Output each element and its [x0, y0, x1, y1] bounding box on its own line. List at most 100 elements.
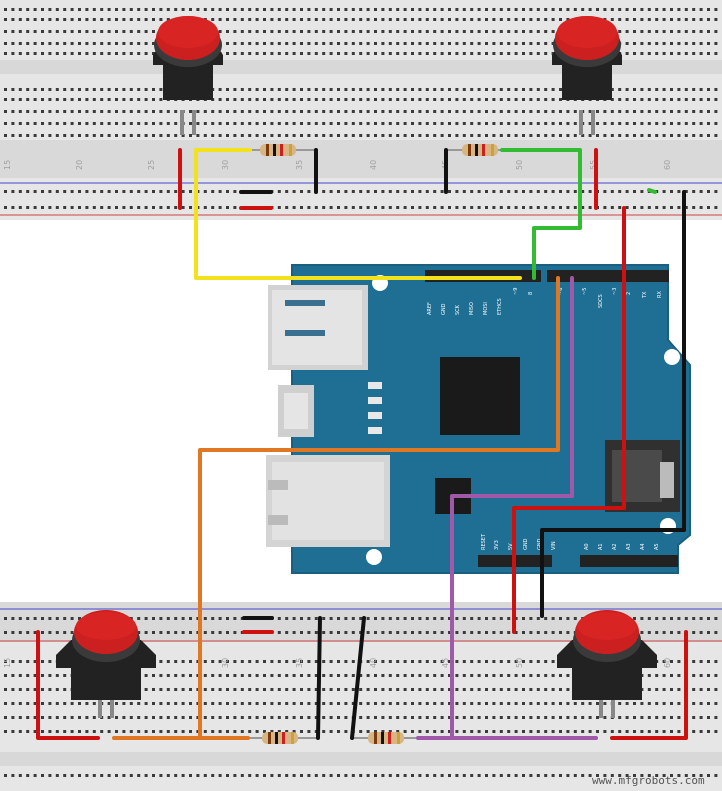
- sd-card-slot: [605, 440, 680, 512]
- breadboard-hole: [677, 716, 681, 719]
- pin-label: A4: [640, 543, 646, 550]
- breadboard-hole: [174, 617, 178, 620]
- breadboard-hole: [655, 774, 659, 777]
- breadboard-hole: [455, 688, 459, 691]
- breadboard-hole: [78, 8, 81, 11]
- breadboard-hole: [536, 88, 540, 91]
- breadboard-hole: [166, 716, 170, 719]
- breadboard-hole: [684, 42, 688, 45]
- breadboard-hole: [662, 730, 666, 733]
- breadboard-hole: [115, 134, 118, 137]
- breadboard-hole: [329, 52, 333, 55]
- breadboard-hole: [477, 631, 481, 634]
- breadboard-hole: [448, 688, 451, 691]
- breadboard-hole: [433, 122, 437, 125]
- breadboard-hole: [374, 42, 377, 45]
- breadboard-hole: [307, 688, 311, 691]
- breadboard-hole: [337, 617, 340, 620]
- breadboard-hole: [403, 688, 407, 691]
- breadboard-hole: [337, 98, 340, 101]
- breadboard-hole: [226, 134, 229, 137]
- breadboard-hole: [144, 716, 148, 719]
- breadboard-hole: [485, 30, 488, 33]
- breadboard-hole: [544, 716, 548, 719]
- breadboard-hole: [551, 18, 555, 21]
- breadboard-hole: [633, 122, 636, 125]
- breadboard-hole: [55, 730, 59, 733]
- breadboard-hole: [499, 30, 503, 33]
- breadboard-hole: [226, 774, 229, 777]
- breadboard-hole: [359, 702, 363, 705]
- breadboard-hole: [633, 716, 636, 719]
- breadboard-hole: [203, 206, 207, 209]
- breadboard-hole: [70, 617, 74, 620]
- breadboard-hole: [189, 617, 192, 620]
- breadboard-hole: [255, 110, 259, 113]
- breadboard-hole: [152, 8, 155, 11]
- breadboard-hole: [48, 716, 52, 719]
- breadboard-hole: [292, 88, 296, 91]
- breadboard-hole: [396, 134, 400, 137]
- breadboard-hole: [707, 134, 710, 137]
- breadboard-hole: [85, 110, 89, 113]
- breadboard-hole: [33, 98, 37, 101]
- breadboard-hole: [551, 88, 555, 91]
- breadboard-hole: [477, 674, 481, 677]
- breadboard-hole: [92, 30, 96, 33]
- breadboard-hole: [11, 716, 15, 719]
- breadboard-hole: [322, 18, 326, 21]
- breadboard-hole: [270, 52, 274, 55]
- breadboard-hole: [26, 18, 30, 21]
- breadboard-hole: [203, 190, 207, 193]
- breadboard-hole: [418, 8, 422, 11]
- breadboard-hole: [559, 88, 562, 91]
- breadboard-hole: [351, 702, 355, 705]
- breadboard-hole: [492, 730, 496, 733]
- breadboard-hole: [425, 716, 429, 719]
- breadboard-hole: [662, 52, 666, 55]
- breadboard-hole: [63, 190, 67, 193]
- breadboard-hole: [322, 8, 326, 11]
- breadboard-hole: [248, 30, 252, 33]
- breadboard-hole: [633, 617, 636, 620]
- breadboard-hole: [677, 206, 681, 209]
- breadboard-hole: [329, 660, 333, 663]
- breadboard-hole: [455, 730, 459, 733]
- breadboard-hole: [211, 206, 215, 209]
- breadboard-hole: [588, 8, 592, 11]
- breadboard-hole: [263, 660, 266, 663]
- breadboard-hole: [544, 30, 548, 33]
- breadboard-hole: [492, 88, 496, 91]
- breadboard-hole: [455, 122, 459, 125]
- breadboard-hole: [270, 660, 274, 663]
- breadboard-hole: [492, 122, 496, 125]
- breadboard-hole: [507, 617, 511, 620]
- breadboard-hole: [485, 688, 488, 691]
- breadboard-hole: [440, 42, 444, 45]
- breadboard-hole: [477, 206, 481, 209]
- breadboard-hole: [277, 42, 281, 45]
- breadboard-hole: [314, 88, 318, 91]
- breadboard-hole: [85, 88, 89, 91]
- breadboard-hole: [699, 617, 703, 620]
- breadboard-hole: [425, 18, 429, 21]
- breadboard-hole: [85, 702, 89, 705]
- breadboard-hole: [41, 702, 44, 705]
- ethernet-jack: [266, 455, 390, 547]
- breadboard-hole: [418, 631, 422, 634]
- breadboard-hole: [403, 660, 407, 663]
- breadboard-hole: [137, 110, 141, 113]
- breadboard-hole: [129, 8, 133, 11]
- breadboard-hole: [166, 617, 170, 620]
- breadboard-hole: [411, 18, 414, 21]
- breadboard-hole: [307, 674, 311, 677]
- breadboard-hole: [625, 88, 629, 91]
- breadboard-hole: [492, 716, 496, 719]
- breadboard-hole: [633, 88, 636, 91]
- breadboard-hole: [233, 617, 237, 620]
- breadboard-hole: [662, 122, 666, 125]
- breadboard-hole: [381, 18, 385, 21]
- column-number: 30: [221, 160, 230, 170]
- breadboard-hole: [425, 730, 429, 733]
- pin-label: ~3: [612, 288, 618, 295]
